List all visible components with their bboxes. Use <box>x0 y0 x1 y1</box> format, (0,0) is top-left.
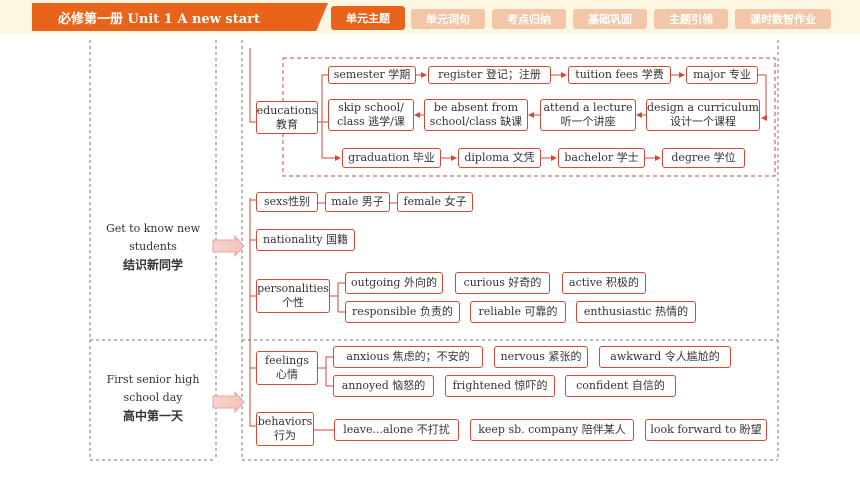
node-text: frightened 惊吓的 <box>452 379 548 392</box>
node-text: nervous 紧张的 <box>500 350 582 363</box>
node-text: degree 学位 <box>671 151 736 164</box>
node-text: educations <box>256 103 318 117</box>
anxious-node: anxious 焦虑的；不安的 <box>333 346 483 368</box>
node-text: 行为 <box>274 429 296 442</box>
nervous-node: nervous 紧张的 <box>494 346 588 368</box>
tab-homework[interactable]: 课时数智作业 <box>735 9 831 29</box>
node-text: curious 好奇的 <box>463 276 542 289</box>
page-title: 必修第一册 Unit 1 A new start <box>58 12 261 27</box>
node-text: skip school/ <box>338 101 404 114</box>
node-text: nationality 国籍 <box>262 233 348 246</box>
node-text: 听一个讲座 <box>560 115 616 128</box>
title-tab <box>32 3 328 31</box>
semester-node: semester 学期 <box>328 66 416 84</box>
annoyed-node: annoyed 恼怒的 <box>333 375 434 397</box>
node-text: male 男子 <box>331 195 384 208</box>
awkward-node: awkward 令人尴尬的 <box>599 346 731 368</box>
node-text: 个性 <box>282 296 304 309</box>
outgoing-node: outgoing 外向的 <box>345 272 443 294</box>
tuition-fees-node: tuition fees 学费 <box>568 66 671 84</box>
active-node: active 积极的 <box>562 272 646 294</box>
topic-2-line2: school day <box>123 391 183 404</box>
bachelor-node: bachelor 学士 <box>558 148 645 168</box>
node-text: attend a lecture <box>543 101 633 114</box>
node-text: responsible 负责的 <box>352 305 453 318</box>
topic-1-line1: Get to know new <box>105 222 201 235</box>
topic-2-chinese: 高中第一天 <box>122 409 183 423</box>
node-text: be absent from <box>433 101 519 114</box>
node-text: major 专业 <box>693 68 751 81</box>
node-text: awkward 令人尴尬的 <box>610 350 720 363</box>
node-text: 心情 <box>276 368 298 381</box>
sexs-node: sexs性别 <box>256 192 318 212</box>
degree-node: degree 学位 <box>662 148 745 168</box>
tab-key-points[interactable]: 考点归纳 <box>492 9 566 29</box>
major-node: major 专业 <box>686 66 758 84</box>
tab-unit-theme[interactable]: 单元主题 <box>331 6 405 30</box>
frightened-node: frightened 惊吓的 <box>445 375 555 397</box>
topic-2-line1: First senior high <box>106 373 200 386</box>
look-forward-node: look forward to 盼望 <box>645 419 767 441</box>
leave-alone-node: leave...alone 不打扰 <box>334 419 459 441</box>
female-node: female 女子 <box>397 192 473 212</box>
node-text: register 登记；注册 <box>438 68 541 81</box>
responsible-node: responsible 负责的 <box>345 301 460 323</box>
node-text: behaviors <box>257 415 313 428</box>
node-text: active 积极的 <box>569 276 639 289</box>
node-text: confident 自信的 <box>576 379 665 392</box>
node-text: look forward to 盼望 <box>650 423 762 436</box>
keep-company-node: keep sb. company 陪伴某人 <box>470 419 634 441</box>
node-text: leave...alone 不打扰 <box>343 423 450 436</box>
reliable-node: reliable 可靠的 <box>470 301 566 323</box>
node-text: semester 学期 <box>333 68 411 81</box>
node-text: keep sb. company 陪伴某人 <box>478 423 626 436</box>
topic-first-day: First senior high school day 高中第一天 <box>92 371 214 425</box>
node-text: anxious 焦虑的；不安的 <box>346 350 470 363</box>
node-text: design a curriculum <box>647 101 759 114</box>
node-text: sexs性别 <box>263 195 310 208</box>
curious-node: curious 好奇的 <box>455 272 550 294</box>
male-node: male 男子 <box>325 192 390 212</box>
node-text: reliable 可靠的 <box>478 305 558 318</box>
register-node: register 登记；注册 <box>428 66 551 84</box>
node-text: 设计一个课程 <box>670 115 736 128</box>
skip-school-node: skip school/class 逃学/课 <box>328 99 414 131</box>
node-text: feelings <box>265 354 309 367</box>
node-text: outgoing 外向的 <box>351 276 437 289</box>
topic-1-chinese: 结识新同学 <box>122 258 183 272</box>
node-text: personalities <box>257 282 329 295</box>
node-text: enthusiastic 热情的 <box>583 305 689 318</box>
node-text: 教育 <box>276 117 298 131</box>
topic-1-line2: students <box>129 240 177 253</box>
node-text: graduation 毕业 <box>348 151 435 164</box>
enthusiastic-node: enthusiastic 热情的 <box>576 301 696 323</box>
tab-theme-lead[interactable]: 主题引领 <box>654 9 728 29</box>
confident-node: confident 自信的 <box>565 375 676 397</box>
diploma-node: diploma 文凭 <box>458 148 541 168</box>
tab-unit-vocab[interactable]: 单元词句 <box>411 9 485 29</box>
graduation-node: graduation 毕业 <box>342 148 441 168</box>
node-text: class 逃学/课 <box>337 115 405 128</box>
node-text: bachelor 学士 <box>564 151 639 164</box>
node-text: school/class 缺课 <box>429 115 523 128</box>
topic-get-to-know: Get to know new students 结识新同学 <box>92 220 214 274</box>
node-text: diploma 文凭 <box>464 151 535 164</box>
node-text: annoyed 恼怒的 <box>341 379 426 392</box>
node-text: female 女子 <box>403 195 467 208</box>
tab-basic-practice[interactable]: 基础巩固 <box>573 9 647 29</box>
node-text: tuition fees 学费 <box>575 68 664 81</box>
nationality-node: nationality 国籍 <box>256 229 355 251</box>
